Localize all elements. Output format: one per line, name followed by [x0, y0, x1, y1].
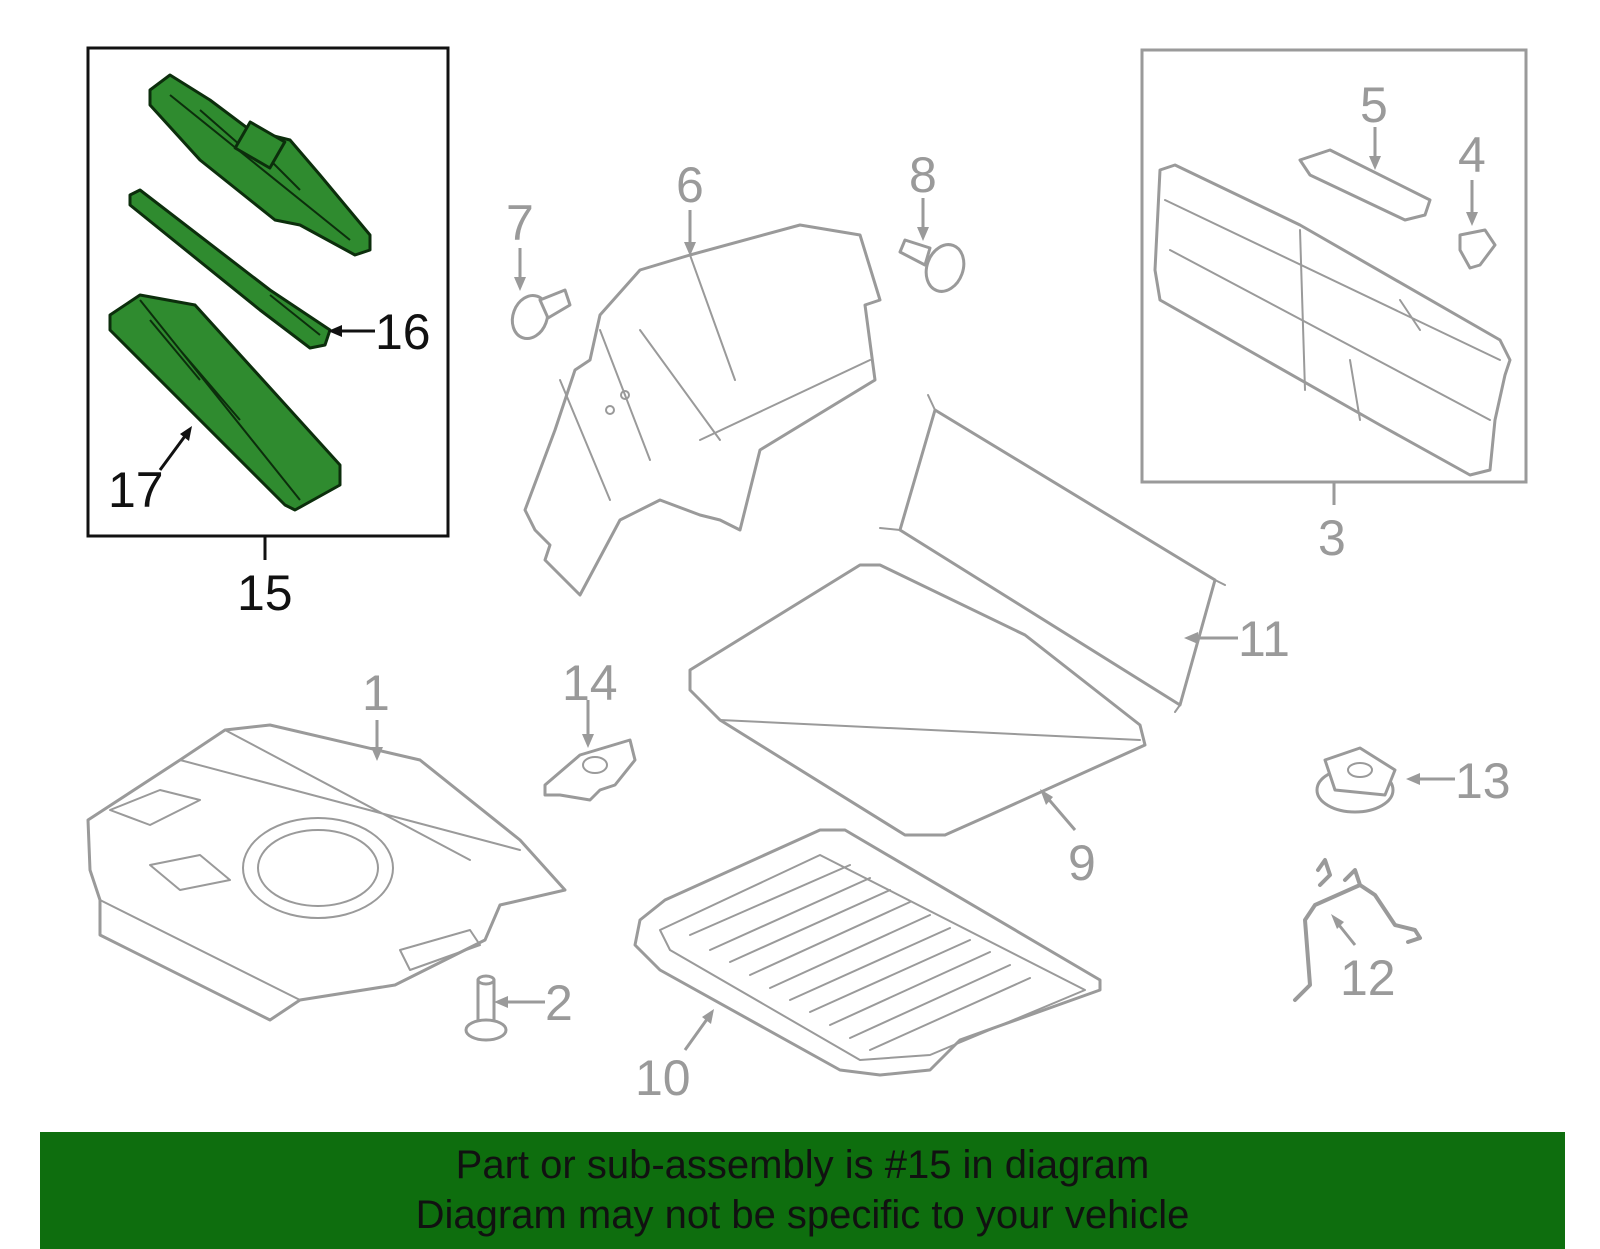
- part-1-group[interactable]: 1: [86, 665, 567, 1022]
- rear-panel-part-3: [1153, 163, 1512, 477]
- callout-3: 3: [1318, 510, 1346, 566]
- part-3-group[interactable]: 5 4 3: [1140, 48, 1528, 566]
- arrow-16: [328, 325, 342, 337]
- wire-bracket-part-12: [1293, 858, 1422, 1002]
- push-pin-part-7: [510, 294, 550, 340]
- callout-4: 4: [1458, 127, 1486, 183]
- callout-14: 14: [562, 655, 618, 711]
- jack-bag-part-17: [108, 293, 342, 512]
- callout-2: 2: [545, 975, 573, 1031]
- push-pin-part-8: [924, 243, 966, 293]
- callout-15: 15: [237, 565, 293, 621]
- part-8-group[interactable]: 8: [898, 147, 970, 297]
- part-6-group[interactable]: 6: [523, 157, 882, 597]
- callout-10: 10: [635, 1050, 691, 1106]
- part-10-group[interactable]: 10: [633, 828, 1102, 1106]
- part-12-group[interactable]: 12: [1293, 858, 1422, 1006]
- bracket-part-14: [543, 738, 637, 802]
- info-banner: Part or sub-assembly is #15 in diagram D…: [40, 1132, 1565, 1249]
- clip-part-4: [1458, 228, 1497, 270]
- leader-17: [158, 431, 190, 471]
- bracket-part-5: [1298, 148, 1432, 222]
- banner-line-2: Diagram may not be specific to your vehi…: [415, 1193, 1190, 1237]
- parts-diagram: 16 17 15 5 4 3 6 7: [86, 46, 1528, 1106]
- jack-part: [148, 73, 372, 257]
- load-floor-part-9: [688, 563, 1147, 837]
- subassembly-15-group[interactable]: 16 17 15: [86, 46, 450, 621]
- jack-handle-part-16: [128, 188, 332, 350]
- banner-line-1: Part or sub-assembly is #15 in diagram: [455, 1143, 1150, 1187]
- callout-17: 17: [108, 462, 164, 518]
- callout-13: 13: [1455, 753, 1511, 809]
- callout-7: 7: [506, 195, 534, 251]
- callout-9: 9: [1068, 835, 1096, 891]
- cargo-mat-part-10: [633, 828, 1102, 1077]
- callout-1: 1: [362, 665, 390, 721]
- callout-12: 12: [1340, 950, 1396, 1006]
- part-2-group[interactable]: 2: [464, 974, 573, 1042]
- arrow-17: [180, 426, 192, 441]
- bolt-part-2: [476, 978, 496, 1027]
- part-11-group[interactable]: 11: [879, 394, 1290, 713]
- callout-8: 8: [909, 147, 937, 203]
- spare-tire-tray-part-1: [86, 723, 567, 1022]
- part-9-group[interactable]: 9: [688, 563, 1147, 891]
- part-14-group[interactable]: 14: [543, 655, 637, 802]
- callout-5: 5: [1360, 77, 1388, 133]
- callout-16: 16: [375, 304, 431, 360]
- part-13-group[interactable]: 13: [1315, 746, 1511, 814]
- trim-panel-part-6: [523, 223, 882, 597]
- part-7-group[interactable]: 7: [506, 195, 572, 343]
- callout-11: 11: [1238, 611, 1290, 667]
- callout-6: 6: [676, 157, 704, 213]
